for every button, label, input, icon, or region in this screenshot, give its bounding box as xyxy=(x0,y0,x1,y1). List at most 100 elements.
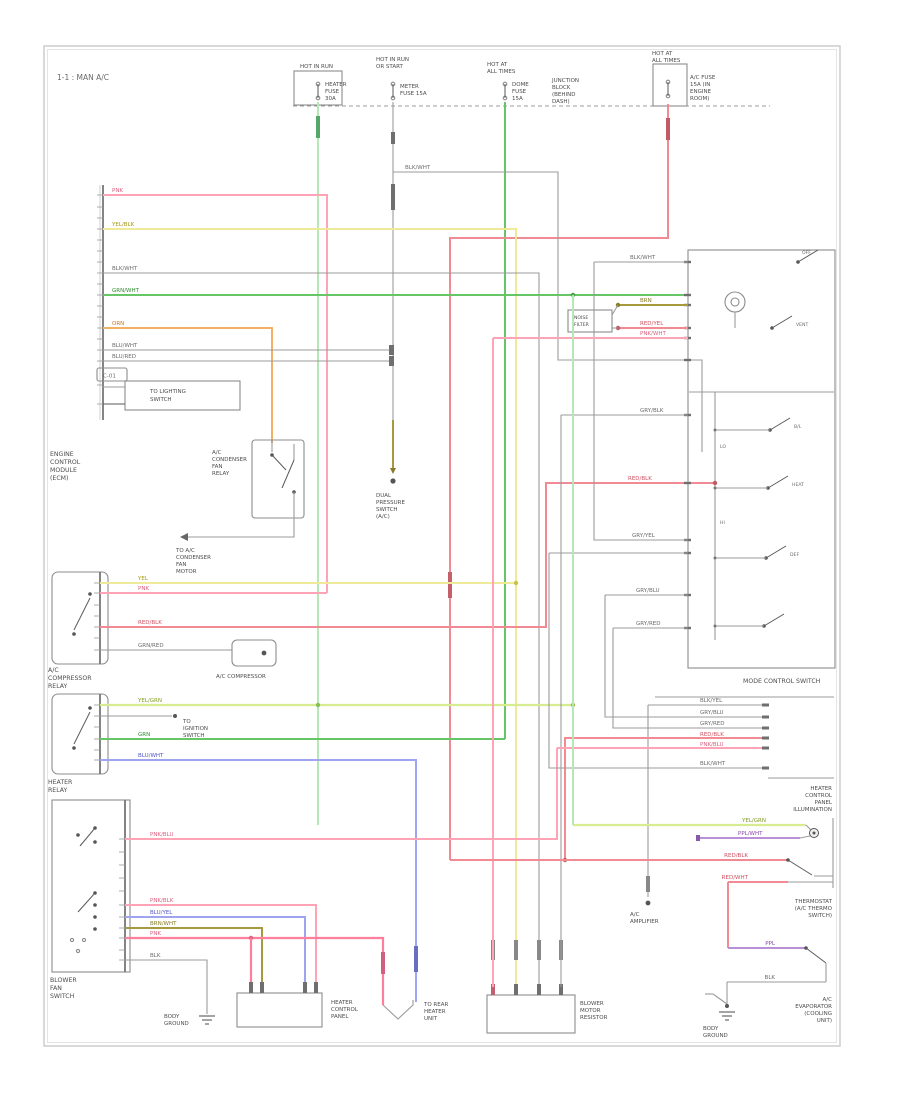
thermo-switch-arm xyxy=(805,947,827,964)
condenser-relay-label: A/C CONDENSER FAN RELAY xyxy=(212,450,247,477)
amplifier-label: AMPLIFIER xyxy=(630,919,659,925)
compressor-box xyxy=(231,639,277,667)
fuse-4-feed-label: ALL TIMES xyxy=(652,58,681,64)
panel-illumination: YEL/GRN PPL/WHT xyxy=(570,292,834,888)
wire-label: GRY/RED xyxy=(700,721,724,727)
fan-symbol xyxy=(724,291,746,313)
illumination-label: HEATER CONTROL PANEL ILLUMINATION xyxy=(793,786,833,813)
wire-label: RED/WHT xyxy=(722,875,749,881)
wire-ignition-to-mode xyxy=(393,171,703,452)
wire-label: RED/YEL xyxy=(640,321,664,327)
heater-relay: YEL/GRN TO IGNITION SWITCH GRN BLU/WHT H… xyxy=(48,693,576,1002)
ecm-pin-ticks xyxy=(97,194,103,405)
wire-label: RED/BLK xyxy=(700,732,724,738)
fuse-4-label: A/C FUSE xyxy=(690,75,716,81)
svg-text:CONDENSER: CONDENSER xyxy=(176,555,211,561)
wire-label: GRY/BLU xyxy=(700,710,724,716)
connector-segment xyxy=(391,184,395,210)
lighting-box xyxy=(124,380,241,411)
svg-text:CONDENSER: CONDENSER xyxy=(212,457,247,463)
wire-gry-ecm xyxy=(103,272,540,987)
svg-text:RELAY: RELAY xyxy=(48,683,68,690)
connector-segment xyxy=(391,132,395,144)
fuse-4: HOT AT ALL TIMES A/C FUSE 15A (IN ENGINE… xyxy=(652,51,716,102)
fuse-2-feed-label: OR START xyxy=(376,64,404,70)
junction-dot xyxy=(725,1004,729,1008)
control-panel-label: HEATER CONTROL PANEL xyxy=(331,1000,359,1020)
wire-label: BLK/WHT xyxy=(112,266,138,272)
junction-block-label: JUNCTION BLOCK (BEHIND DASH) xyxy=(551,78,579,105)
wire-orn-ecm xyxy=(103,327,273,443)
wire-stack-728 xyxy=(612,628,763,729)
ac-switch: RED/BLK RED/WHT THERMOSTAT (A/C THERMO S… xyxy=(450,853,833,1039)
evaporator-label: A/C EVAPORATOR (COOLING UNIT) xyxy=(795,997,832,1024)
wire-label: BLK xyxy=(150,953,161,959)
wire-label: GRN/WHT xyxy=(112,288,140,294)
svg-text:TO: TO xyxy=(182,719,191,725)
svg-text:IGNITION: IGNITION xyxy=(183,726,208,732)
heater-relay-label: HEATER RELAY xyxy=(48,779,73,794)
pressure-switch-label: DUAL PRESSURE SWITCH (A/C) xyxy=(376,493,405,520)
svg-text:HEATER: HEATER xyxy=(331,1000,353,1006)
wire-yel-ecm xyxy=(103,228,517,987)
svg-text:(A/C THERMO: (A/C THERMO xyxy=(795,906,833,912)
thermostat-label: THERMOSTAT (A/C THERMO SWITCH) xyxy=(794,899,833,919)
mode-switch-arms xyxy=(713,249,819,628)
fuse-3-feed-label: ALL TIMES xyxy=(487,69,516,75)
wire-stack-738 xyxy=(564,737,763,860)
wire-label: ORN xyxy=(112,321,124,327)
svg-text:FAN: FAN xyxy=(176,562,187,568)
wire-pnk-ecm xyxy=(103,194,328,593)
wire-label: GRY/BLK xyxy=(640,408,664,414)
fuse-2-label: FUSE 15A xyxy=(400,91,427,97)
connector-c01-label: C-01 xyxy=(103,374,116,380)
wire-label: GRY/BLU xyxy=(636,588,660,594)
svg-text:SWITCH: SWITCH xyxy=(50,993,75,1000)
svg-text:OFF: OFF xyxy=(802,250,811,256)
svg-text:GROUND: GROUND xyxy=(703,1033,728,1039)
svg-text:LO: LO xyxy=(720,444,726,450)
svg-text:(A/C): (A/C) xyxy=(376,514,390,520)
page-border xyxy=(43,45,841,1047)
fuse-4-label: 15A (IN xyxy=(690,82,710,88)
blower-switch-label: BLOWER FAN SWITCH xyxy=(50,977,77,1000)
svg-text:HEATER: HEATER xyxy=(424,1009,446,1015)
resistor-label: BLOWER MOTOR RESISTOR xyxy=(580,1001,608,1021)
wire-stack-768 xyxy=(548,553,763,769)
arrow-left xyxy=(180,533,188,541)
wire-red-relay xyxy=(100,482,715,628)
svg-text:(COOLING: (COOLING xyxy=(804,1011,832,1017)
wire-label: BLU/YEL xyxy=(150,910,173,916)
wire-label: GRN xyxy=(138,732,150,738)
fuse-1-label: FUSE xyxy=(325,89,340,95)
wire-label: GRY/RED xyxy=(636,621,660,627)
svg-text:FAN: FAN xyxy=(212,464,223,470)
wire-ac-feed-red xyxy=(449,104,669,860)
to-ignition-label: TO IGNITION SWITCH xyxy=(182,719,208,739)
svg-text:PANEL: PANEL xyxy=(331,1014,349,1020)
wire-label: BRN/WHT xyxy=(150,921,177,927)
connector-segment xyxy=(316,116,320,138)
wire-label: YEL/BLK xyxy=(111,222,135,228)
svg-text:THERMOSTAT: THERMOSTAT xyxy=(794,899,833,905)
svg-text:RELAY: RELAY xyxy=(212,471,230,477)
stack-pin-ticks xyxy=(762,703,769,770)
connector-segment xyxy=(414,946,418,972)
svg-text:DUAL: DUAL xyxy=(376,493,392,499)
jumper-to-rear: TO REAR HEATER UNIT xyxy=(382,1000,448,1022)
connector-segment xyxy=(448,572,452,598)
svg-text:CONTROL: CONTROL xyxy=(805,793,833,799)
ground-symbol-left xyxy=(199,1015,215,1025)
junction-block: HOT IN RUN HEATER FUSE 30A HOT IN RUN OR… xyxy=(293,51,770,107)
ground-right-label: BODY GROUND xyxy=(703,1026,728,1039)
arrow-connector xyxy=(390,468,396,474)
wire-label: BLK xyxy=(765,975,776,981)
wire-label: PNK xyxy=(150,931,161,937)
svg-text:HEAT: HEAT xyxy=(792,482,804,488)
svg-text:SWITCH: SWITCH xyxy=(376,507,398,513)
fuse-3-feed-label: HOT AT xyxy=(487,62,508,68)
svg-text:DASH): DASH) xyxy=(552,99,570,105)
svg-text:BODY: BODY xyxy=(703,1026,719,1032)
svg-text:BLOWER: BLOWER xyxy=(580,1001,604,1007)
